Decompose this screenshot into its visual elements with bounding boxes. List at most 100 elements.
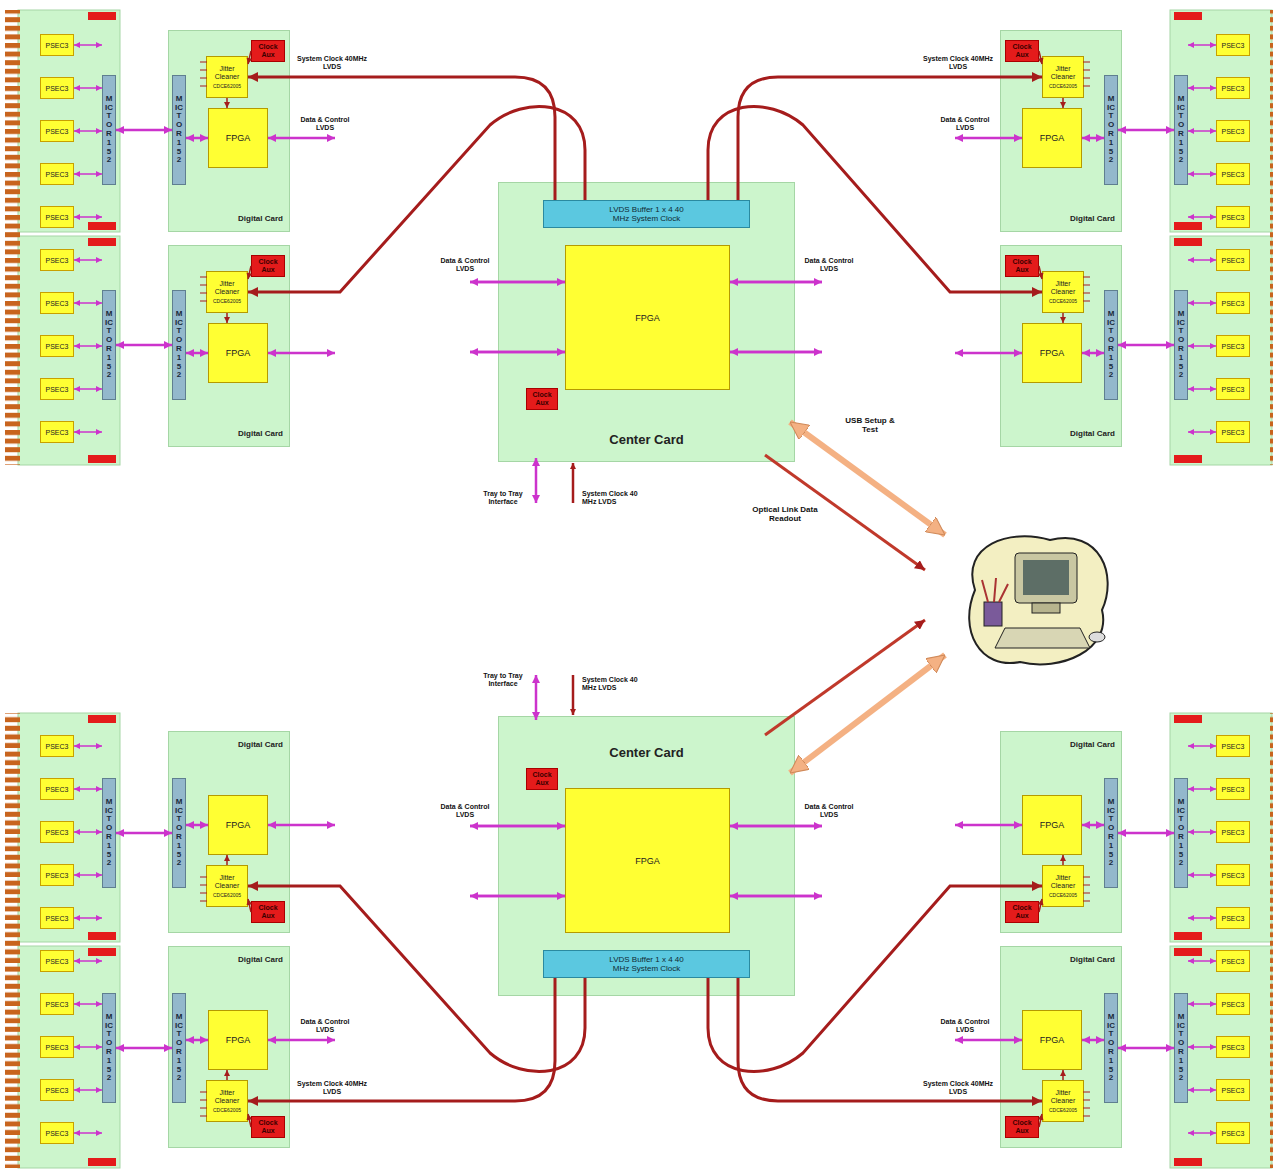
connector-block: MICTOR 152 xyxy=(1174,75,1188,185)
data-link xyxy=(74,216,102,218)
data-link xyxy=(116,1047,172,1050)
signal-label: USB Setup & Test xyxy=(842,416,898,434)
node-label: PSEC3 xyxy=(46,128,69,135)
jitter-cleaner-box: Jitter CleanerCDCE62005 xyxy=(1042,1080,1084,1122)
buffer-box: LVDS Buffer 1 x 4 40 MHz System Clock xyxy=(543,950,750,978)
part-number: CDCE62005 xyxy=(1049,1107,1077,1113)
chip-box: PSEC3 xyxy=(1216,34,1250,56)
data-link xyxy=(116,832,172,835)
node-label: PSEC3 xyxy=(46,743,69,750)
usb-arrow xyxy=(790,422,945,535)
node-label: LVDS Buffer 1 x 4 40 MHz System Clock xyxy=(603,955,691,973)
computer-icon xyxy=(969,536,1107,664)
chip-box: PSEC3 xyxy=(40,34,74,56)
chip-box: PSEC3 xyxy=(1216,378,1250,400)
clock-box: Clock Aux xyxy=(251,255,285,277)
mouse xyxy=(1089,632,1105,642)
clock-box: Clock Aux xyxy=(526,388,558,410)
clock-box: Clock Aux xyxy=(1005,255,1039,277)
data-link xyxy=(74,1003,102,1005)
connector-block: MICTOR 152 xyxy=(102,778,116,888)
clock-box: Clock Aux xyxy=(1005,40,1039,62)
data-link xyxy=(74,1132,102,1134)
data-link xyxy=(1188,831,1216,833)
clock-link xyxy=(1062,98,1064,108)
connector-block: MICTOR 152 xyxy=(102,290,116,400)
chip-box: PSEC3 xyxy=(1216,821,1250,843)
chip-box: PSEC3 xyxy=(1216,120,1250,142)
node-label: PSEC3 xyxy=(1222,214,1245,221)
node-label: Jitter Cleaner xyxy=(1043,280,1083,296)
data-link xyxy=(1188,87,1216,89)
connector-block: MICTOR 152 xyxy=(1174,290,1188,400)
node-label: MICTOR 152 xyxy=(105,310,113,380)
node-label: PSEC3 xyxy=(46,429,69,436)
clock-link xyxy=(226,855,228,865)
chip-box: PSEC3 xyxy=(40,864,74,886)
chip-box: PSEC3 xyxy=(40,778,74,800)
chip-box: PSEC3 xyxy=(40,378,74,400)
chip-box: PSEC3 xyxy=(1216,1036,1250,1058)
card-panel: Digital CardMICTOR 152Jitter CleanerCDCE… xyxy=(1000,946,1122,1148)
data-link xyxy=(1118,129,1174,132)
node-label: PSEC3 xyxy=(1222,429,1245,436)
signal-label: Data & Control LVDS xyxy=(436,257,494,273)
data-link xyxy=(1188,44,1216,46)
chip-box: PSEC3 xyxy=(40,1079,74,1101)
fpga-box: FPGA xyxy=(565,788,730,933)
node-label: PSEC3 xyxy=(46,915,69,922)
node-label: MICTOR 152 xyxy=(105,798,113,868)
node-label: PSEC3 xyxy=(46,1044,69,1051)
data-link xyxy=(1188,388,1216,390)
connector-block: MICTOR 152 xyxy=(1104,778,1118,888)
data-link xyxy=(74,388,102,390)
chip-box: PSEC3 xyxy=(1216,993,1250,1015)
node-label: FPGA xyxy=(226,820,251,830)
chip-box: PSEC3 xyxy=(1216,778,1250,800)
data-link xyxy=(1188,745,1216,747)
node-label: MICTOR 152 xyxy=(175,95,183,165)
clock-link xyxy=(226,313,228,323)
node-label: PSEC3 xyxy=(1222,1001,1245,1008)
node-label: PSEC3 xyxy=(46,872,69,879)
signal-label: Tray to Tray Interface xyxy=(476,490,530,506)
data-link xyxy=(74,44,102,46)
chip-box: PSEC3 xyxy=(1216,249,1250,271)
node-label: PSEC3 xyxy=(1222,786,1245,793)
node-label: FPGA xyxy=(1040,1035,1065,1045)
signal-label: Data & Control LVDS xyxy=(296,1018,354,1034)
node-label: Digital Card xyxy=(1070,740,1115,749)
node-label: Jitter Cleaner xyxy=(207,65,247,81)
quadrant-art xyxy=(5,713,120,1168)
chip-box: PSEC3 xyxy=(40,292,74,314)
chip-box: PSEC3 xyxy=(40,421,74,443)
node-label: PSEC3 xyxy=(46,85,69,92)
chip-box: PSEC3 xyxy=(1216,907,1250,929)
chip-box: PSEC3 xyxy=(1216,735,1250,757)
chip-box: PSEC3 xyxy=(40,77,74,99)
data-link xyxy=(1188,345,1216,347)
chip-box: PSEC3 xyxy=(1216,163,1250,185)
node-label: PSEC3 xyxy=(1222,829,1245,836)
node-label: PSEC3 xyxy=(1222,1130,1245,1137)
connector-block: MICTOR 152 xyxy=(102,75,116,185)
signal-label: System Clock 40 MHz LVDS xyxy=(582,676,640,692)
card-panel: Digital CardMICTOR 152Jitter CleanerCDCE… xyxy=(1000,245,1122,447)
fpga-box: FPGA xyxy=(1022,1010,1082,1070)
node-label: Digital Card xyxy=(238,214,283,223)
card-panel: Center CardLVDS Buffer 1 x 4 40 MHz Syst… xyxy=(498,716,795,996)
data-link xyxy=(1188,302,1216,304)
part-number: CDCE62005 xyxy=(213,1107,241,1113)
node-label: MICTOR 152 xyxy=(105,95,113,165)
node-label: PSEC3 xyxy=(1222,1044,1245,1051)
node-label: PSEC3 xyxy=(46,214,69,221)
node-label: PSEC3 xyxy=(1222,872,1245,879)
data-link xyxy=(1188,216,1216,218)
chip-box: PSEC3 xyxy=(1216,1079,1250,1101)
connector-block: MICTOR 152 xyxy=(172,75,186,185)
node-label: Digital Card xyxy=(238,740,283,749)
clock-box: Clock Aux xyxy=(1005,1116,1039,1138)
clock-box: Clock Aux xyxy=(251,901,285,923)
node-label: MICTOR 152 xyxy=(1177,1013,1185,1083)
data-link xyxy=(74,345,102,347)
